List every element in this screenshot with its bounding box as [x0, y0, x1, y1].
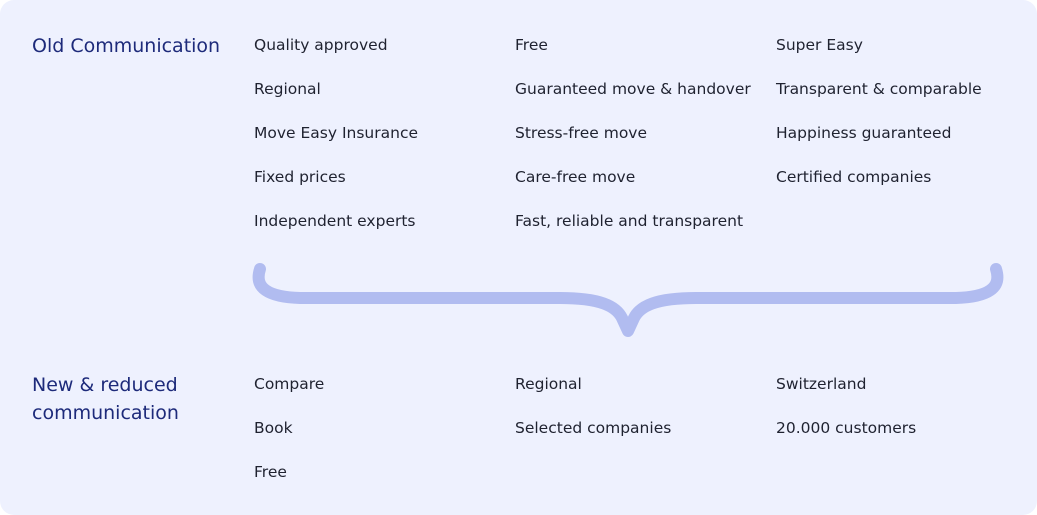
- new-item: 20.000 customers: [776, 419, 917, 437]
- old-item: Move Easy Insurance: [254, 124, 419, 142]
- old-item: Happiness guaranteed: [776, 124, 952, 142]
- old-item: Fixed prices: [254, 168, 346, 186]
- old-item: Transparent & comparable: [776, 80, 982, 98]
- old-item: Certified companies: [776, 168, 932, 186]
- old-item: Care-free move: [515, 168, 636, 186]
- old-item: Stress-free move: [515, 124, 648, 142]
- old-communication-title: Old Communication: [32, 35, 221, 57]
- new-communication-title: New & reduced communication: [32, 374, 179, 424]
- old-item: Independent experts: [254, 212, 416, 230]
- new-item: Selected companies: [515, 419, 672, 437]
- old-item: Regional: [254, 80, 321, 98]
- old-item: Quality approved: [254, 36, 388, 54]
- old-item: Guaranteed move & handover: [515, 80, 751, 98]
- new-item: Compare: [254, 375, 325, 393]
- new-item: Regional: [515, 375, 582, 393]
- old-item: Super Easy: [776, 36, 863, 54]
- old-item: Fast, reliable and transparent: [515, 212, 744, 230]
- new-item: Switzerland: [776, 375, 867, 393]
- old-item: Free: [515, 36, 548, 54]
- new-item: Book: [254, 419, 293, 437]
- new-item: Free: [254, 463, 287, 481]
